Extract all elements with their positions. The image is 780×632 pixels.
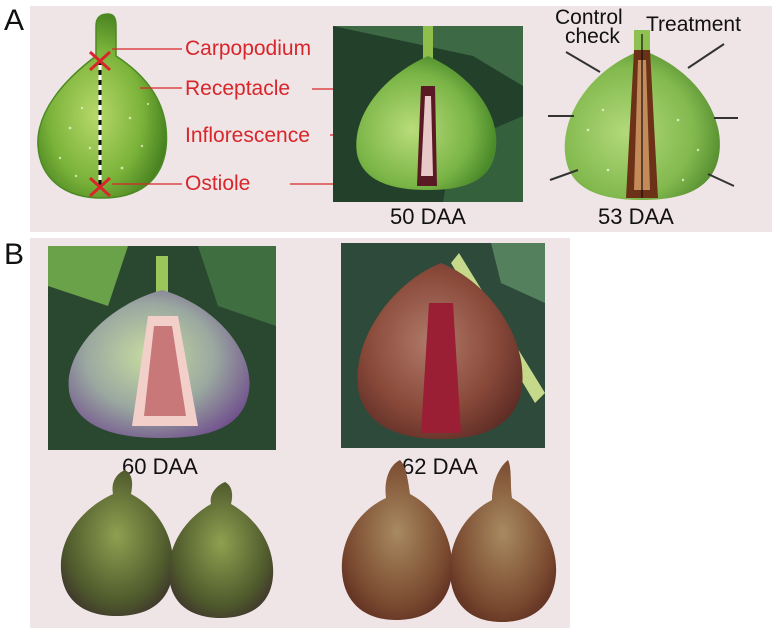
fig-photo-62-daa xyxy=(341,243,545,448)
fig-diagram-illustration xyxy=(37,13,168,199)
stage-label-62-daa: 62 DAA xyxy=(402,454,478,479)
label-control: Control xyxy=(555,6,623,29)
label-carpopodium: Carpopodium xyxy=(185,37,312,60)
label-receptacle: Receptacle xyxy=(185,77,291,100)
stage-label-60-daa: 60 DAA xyxy=(122,454,198,479)
panel-a-letter: A xyxy=(4,4,25,37)
label-ostiole: Ostiole xyxy=(185,172,251,195)
fig-photo-53-daa xyxy=(548,30,738,204)
fig-pair-62-daa-whole xyxy=(341,460,557,622)
stage-label-50-daa: 50 DAA xyxy=(390,204,466,229)
fig-pair-60-daa-whole xyxy=(60,470,274,618)
label-treatment: Treatment xyxy=(646,13,741,36)
label-inflorescence: Inflorescence xyxy=(185,124,310,147)
fig-photo-50-daa xyxy=(333,26,523,202)
stage-label-53-daa: 53 DAA xyxy=(598,204,674,229)
fig-photo-60-daa xyxy=(48,246,276,450)
panel-b-letter: B xyxy=(4,238,25,271)
label-check: check xyxy=(565,25,620,48)
